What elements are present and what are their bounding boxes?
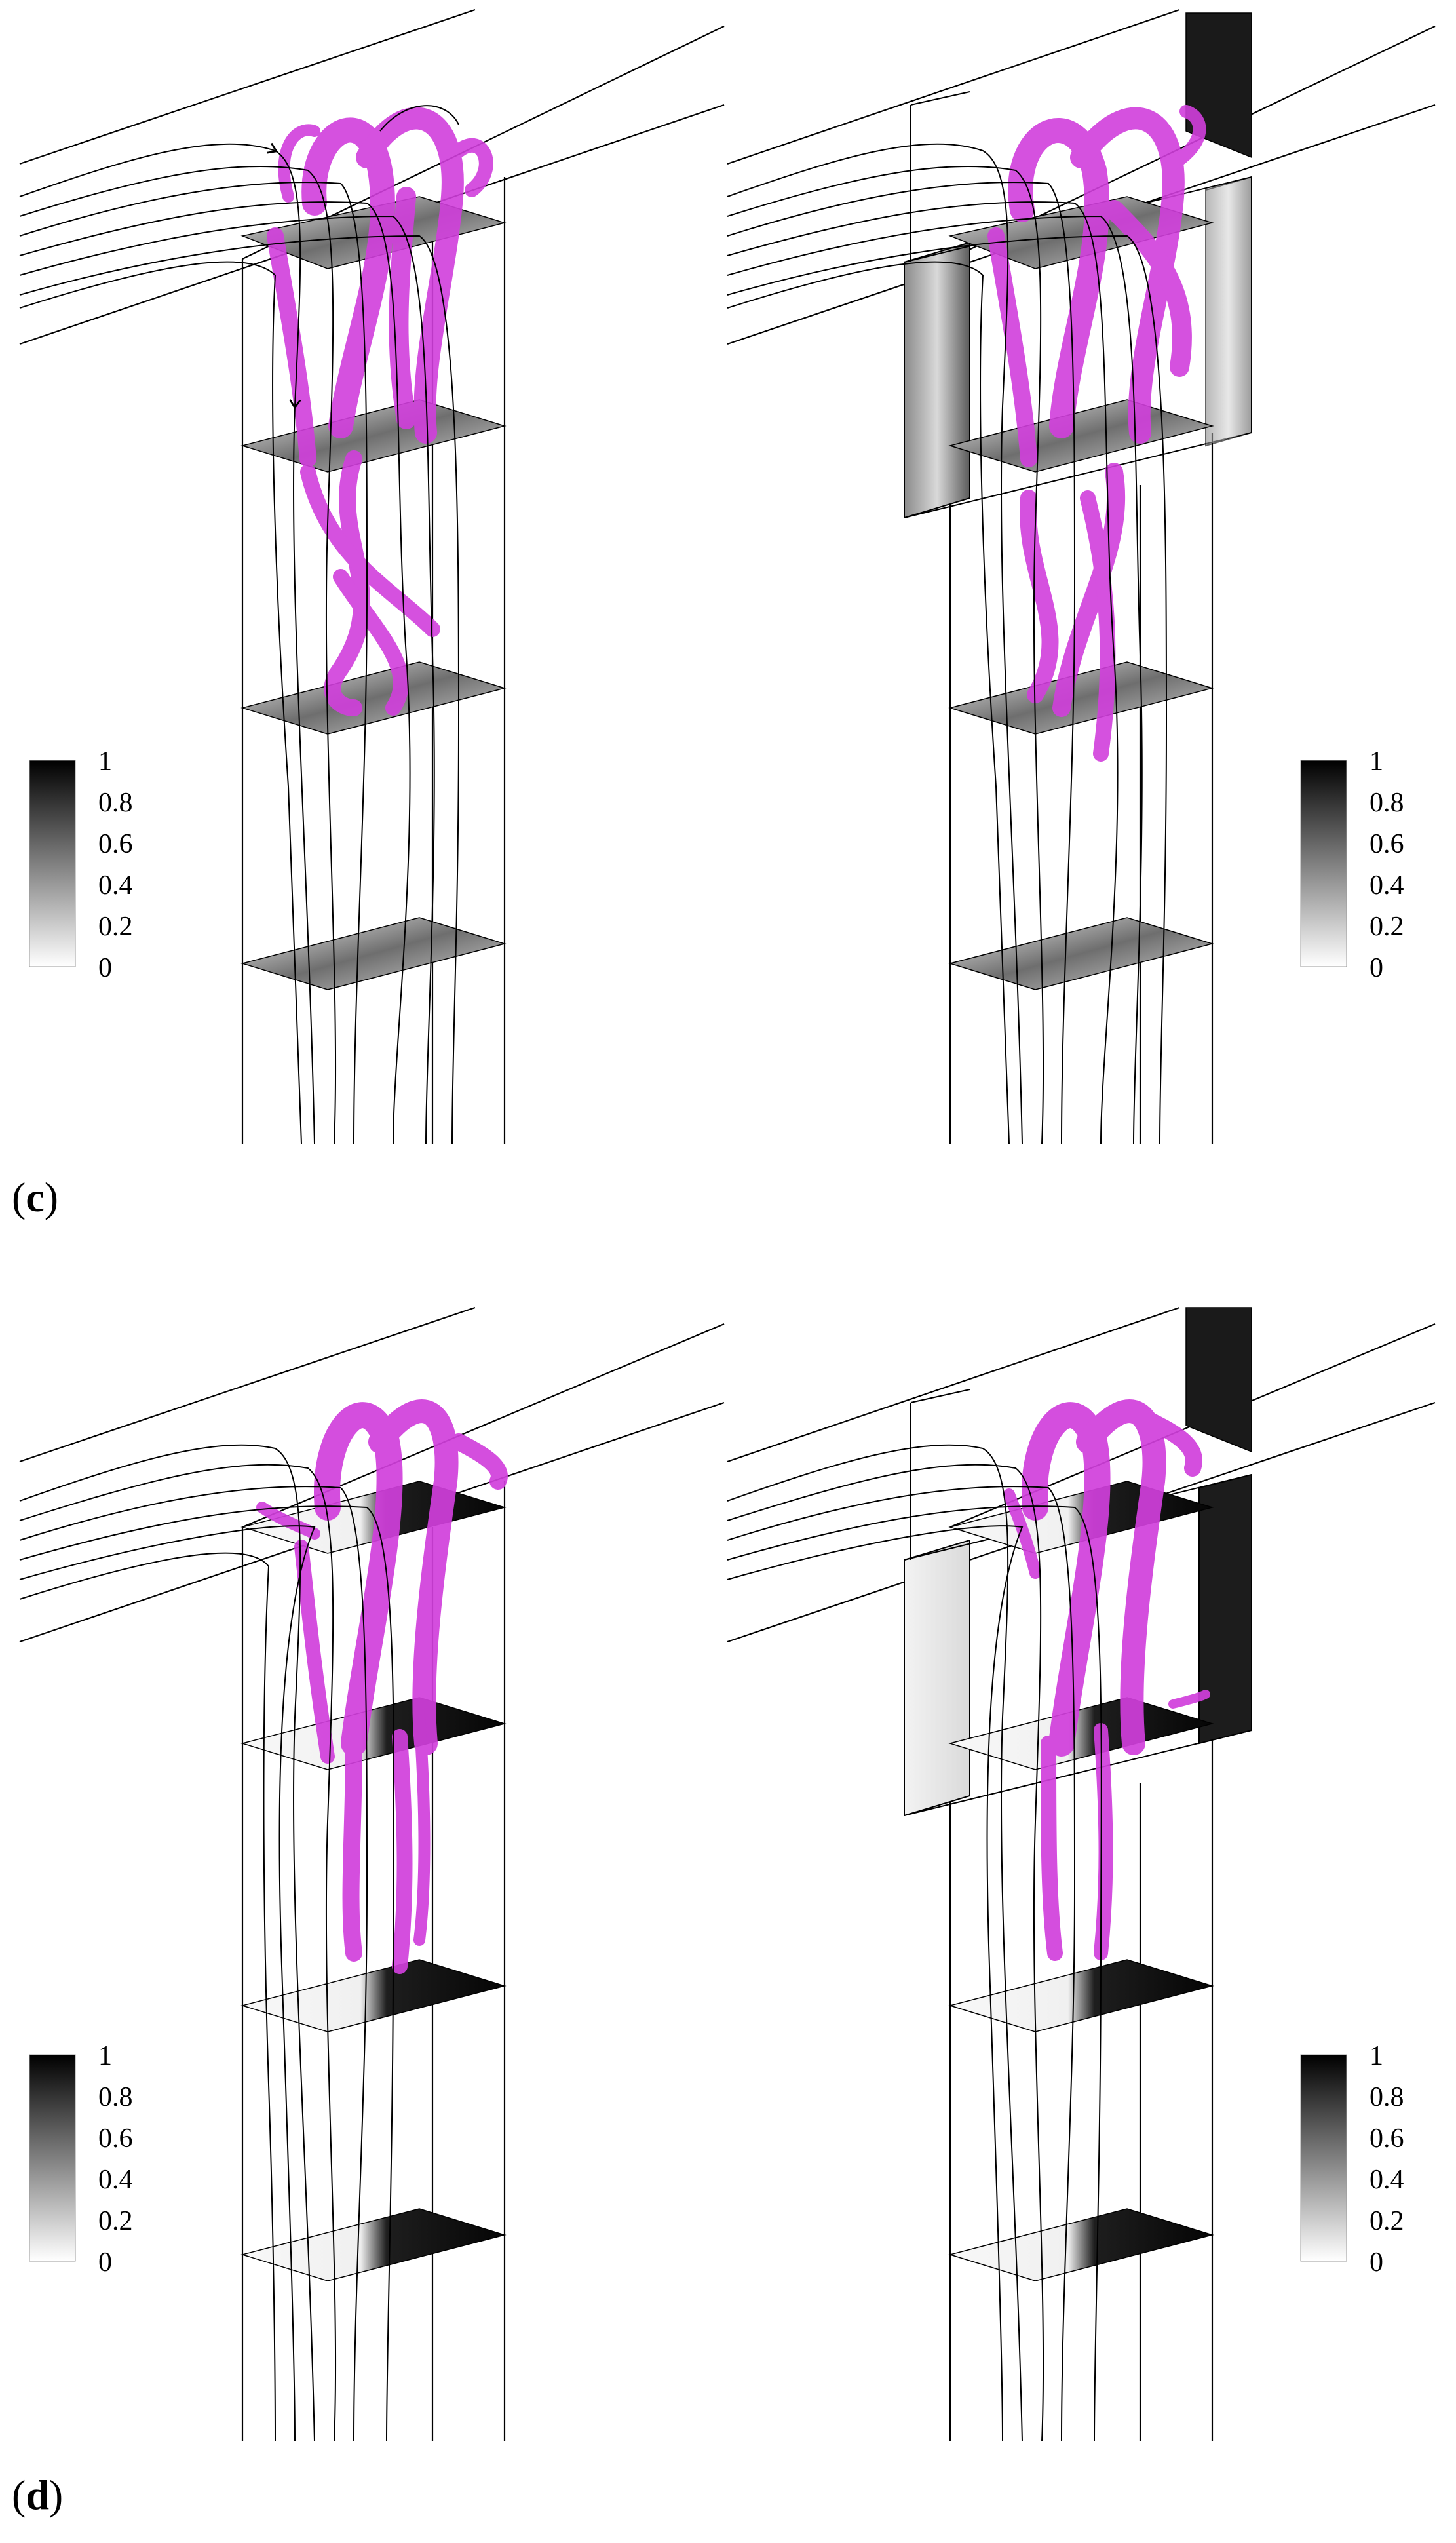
vortex-isosurfaces (256, 1399, 508, 1974)
obstacle-plate (1185, 1307, 1252, 1453)
colorbar-tick: 0.2 (1370, 912, 1404, 942)
colorbar-d-right: 1 0.8 0.6 0.4 0.2 0 (1300, 2041, 1404, 2278)
colorbar-tick: 0.4 (1370, 2165, 1404, 2195)
colorbar-tick: 0.2 (1370, 2206, 1404, 2236)
colorbar-tick: 0.4 (98, 2165, 133, 2195)
vortex-isosurfaces (987, 105, 1206, 762)
panel-label-c: (c) (12, 1173, 58, 1222)
colorbar-tick: 0.8 (98, 2082, 133, 2112)
colorbar-tick: 0.6 (1370, 829, 1404, 859)
colorbar-tick: 0.8 (1370, 2082, 1404, 2112)
colorbar-tick: 1 (1370, 747, 1383, 777)
streamlines (727, 143, 1168, 1144)
panel-letter: c (26, 1174, 45, 1220)
colorbar-tick: 0.2 (98, 2206, 133, 2236)
panel-label-d: (d) (12, 2471, 63, 2519)
subfigure-c-left: 1 0.8 0.6 0.4 0.2 0 (19, 9, 725, 1144)
channel-outline (727, 1306, 1436, 2441)
colorbar-tick: 0.6 (98, 829, 133, 859)
streamlines (19, 105, 460, 1144)
colorbar-tick: 0.6 (1370, 2124, 1404, 2154)
colorbar-d-left: 1 0.8 0.6 0.4 0.2 0 (29, 2041, 133, 2278)
subfigure-c-right: 1 0.8 0.6 0.4 0.2 0 (727, 9, 1436, 1144)
colorbar-tick: 0.4 (1370, 870, 1404, 901)
colorbar-tick: 0.8 (98, 788, 133, 818)
panel-label-close: ) (44, 1174, 59, 1220)
panel-label-open: ( (12, 2472, 26, 2518)
cavity-box (904, 91, 1252, 519)
colorbar-tick: 0.2 (98, 912, 133, 942)
streamlines (19, 1444, 394, 2442)
colorbar-tick: 1 (1370, 2041, 1383, 2071)
colorbar-tick: 0.6 (98, 2124, 133, 2154)
subfigure-d-left: 1 0.8 0.6 0.4 0.2 0 (19, 1306, 725, 2442)
subfigure-d-right: 1 0.8 0.6 0.4 0.2 0 (727, 1306, 1436, 2442)
panel-label-close: ) (48, 2472, 64, 2518)
channel-outline (19, 1306, 725, 2441)
panel-label-open: ( (12, 1174, 26, 1220)
colorbar-tick: 1 (98, 747, 112, 777)
colorbar-tick: 0 (98, 2247, 112, 2278)
colorbar-tick: 0 (98, 953, 112, 983)
colorbar-c-right: 1 0.8 0.6 0.4 0.2 0 (1300, 747, 1404, 983)
colorbar-tick: 0.8 (1370, 788, 1404, 818)
cavity-box (904, 1389, 1252, 1817)
streamlines (727, 1444, 1102, 2442)
colorbar-c-left: 1 0.8 0.6 0.4 0.2 0 (29, 747, 133, 983)
panel-letter: d (26, 2472, 49, 2518)
colorbar-tick: 0 (1370, 2247, 1383, 2278)
colorbar-tick: 0 (1370, 953, 1383, 983)
colorbar-tick: 0.4 (98, 870, 133, 901)
vortex-isosurfaces (1003, 1399, 1210, 1961)
colorbar-tick: 1 (98, 2041, 112, 2071)
